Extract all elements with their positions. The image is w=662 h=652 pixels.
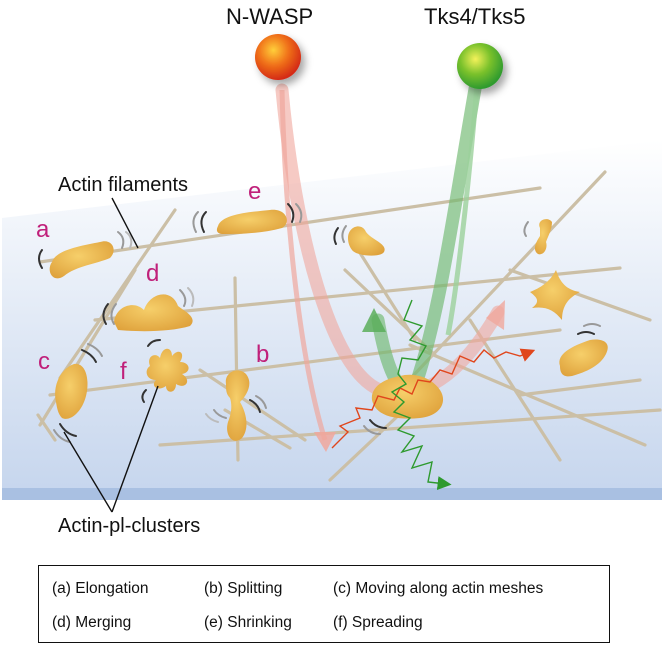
membrane-edge [2,488,662,500]
cluster-letter-a: a [36,216,50,243]
cluster-letter-f: f [120,358,127,385]
nwasp-arrowhead-side [314,432,336,452]
cluster-right-teardrop [348,226,385,256]
motion-marks [38,203,601,443]
nwasp-label: N-WASP [226,4,314,29]
nwasp-arrowhead-up [486,300,505,330]
nwasp-molecule-icon [255,34,301,80]
cluster-letter-b: b [256,341,270,368]
nwasp-random-walk [331,348,536,449]
cluster-right-star [530,270,580,320]
legend-item-merging: (d) Merging [52,614,132,631]
legend-item-spreading: (f) Spreading [333,614,423,631]
callout-lines [63,197,159,513]
cluster-right-teardrop-2 [559,339,608,377]
tks-pathway-trail [371,65,485,403]
cluster-b-splitting [225,370,250,441]
tks-arrowhead-up [362,308,386,332]
cluster-letter-c: c [38,348,50,375]
cluster-f-spreading [146,348,189,392]
cluster-c-moving [55,363,88,419]
central-cluster [371,374,444,419]
nwasp-pathway-trail-side [279,89,328,441]
cluster-a-elongation [49,241,114,279]
tks-molecule-icon [457,43,503,89]
cluster-d-merging [114,294,193,332]
legend-box: (a) Elongation (b) Splitting (c) Moving … [38,565,610,643]
legend-item-moving: (c) Moving along actin meshes [333,580,544,597]
cluster-letter-e: e [248,178,262,205]
cluster-letter-d: d [146,260,160,287]
cluster-right-dumbbell [534,219,552,255]
legend-item-elongation: (a) Elongation [52,580,149,597]
legend-item-shrinking: (e) Shrinking [204,614,292,631]
legend-item-splitting: (b) Splitting [204,580,283,597]
cluster-e-shrinking [216,209,287,234]
tks-label: Tks4/Tks5 [424,4,526,29]
tks-pathway-trail-side [445,71,481,336]
nwasp-pathway-trail [275,83,505,400]
actin-filaments-label: Actin filaments [58,174,189,196]
tks-random-walk [390,299,452,491]
actin-pl-clusters-label: Actin-pl-clusters [58,515,201,537]
